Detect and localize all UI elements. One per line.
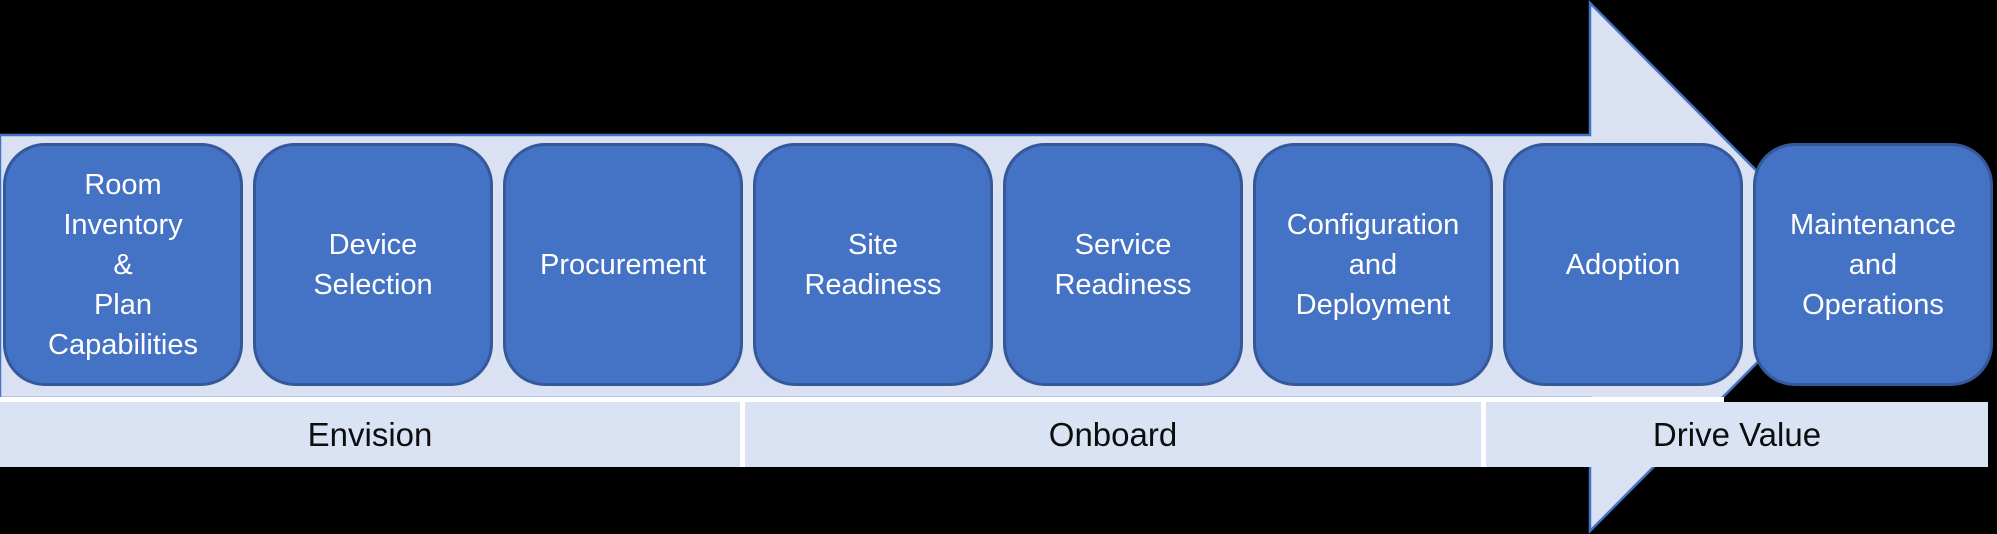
stage-label: Device Selection <box>313 228 433 301</box>
stage-label: Room Inventory & Plan Capabilities <box>48 168 198 361</box>
phase-label-drive-value: Drive Value <box>1652 416 1822 453</box>
phase-strip: Envision Onboard Drive Value <box>0 402 1988 467</box>
stage-box-room-inventory-plan-capabilities: Room Inventory & Plan Capabilities <box>3 143 243 386</box>
stage-label: Configuration and Deployment <box>1286 208 1460 321</box>
stage-label: Adoption <box>1565 248 1681 281</box>
phase-cell-envision: Envision <box>0 402 740 467</box>
phase-cell-onboard: Onboard <box>745 402 1481 467</box>
stage-box-site-readiness: Site Readiness <box>753 143 993 386</box>
stage-label: Site Readiness <box>804 228 942 301</box>
phase-label-onboard: Onboard <box>1048 416 1178 453</box>
stage-label: Maintenance and Operations <box>1789 208 1957 321</box>
stage-box-service-readiness: Service Readiness <box>1003 143 1243 386</box>
stage-label: Service Readiness <box>1054 228 1192 301</box>
stage-label: Procurement <box>539 248 706 281</box>
phase-label-envision: Envision <box>307 416 433 453</box>
phase-cell-drive-value: Drive Value <box>1486 402 1988 467</box>
stage-box-configuration-and-deployment: Configuration and Deployment <box>1253 143 1493 386</box>
stage-box-procurement: Procurement <box>503 143 743 386</box>
stage-box-adoption: Adoption <box>1503 143 1743 386</box>
stage-box-device-selection: Device Selection <box>253 143 493 386</box>
stage-box-maintenance-and-operations: Maintenance and Operations <box>1753 143 1993 386</box>
arrow-strip-divider <box>0 397 1724 402</box>
